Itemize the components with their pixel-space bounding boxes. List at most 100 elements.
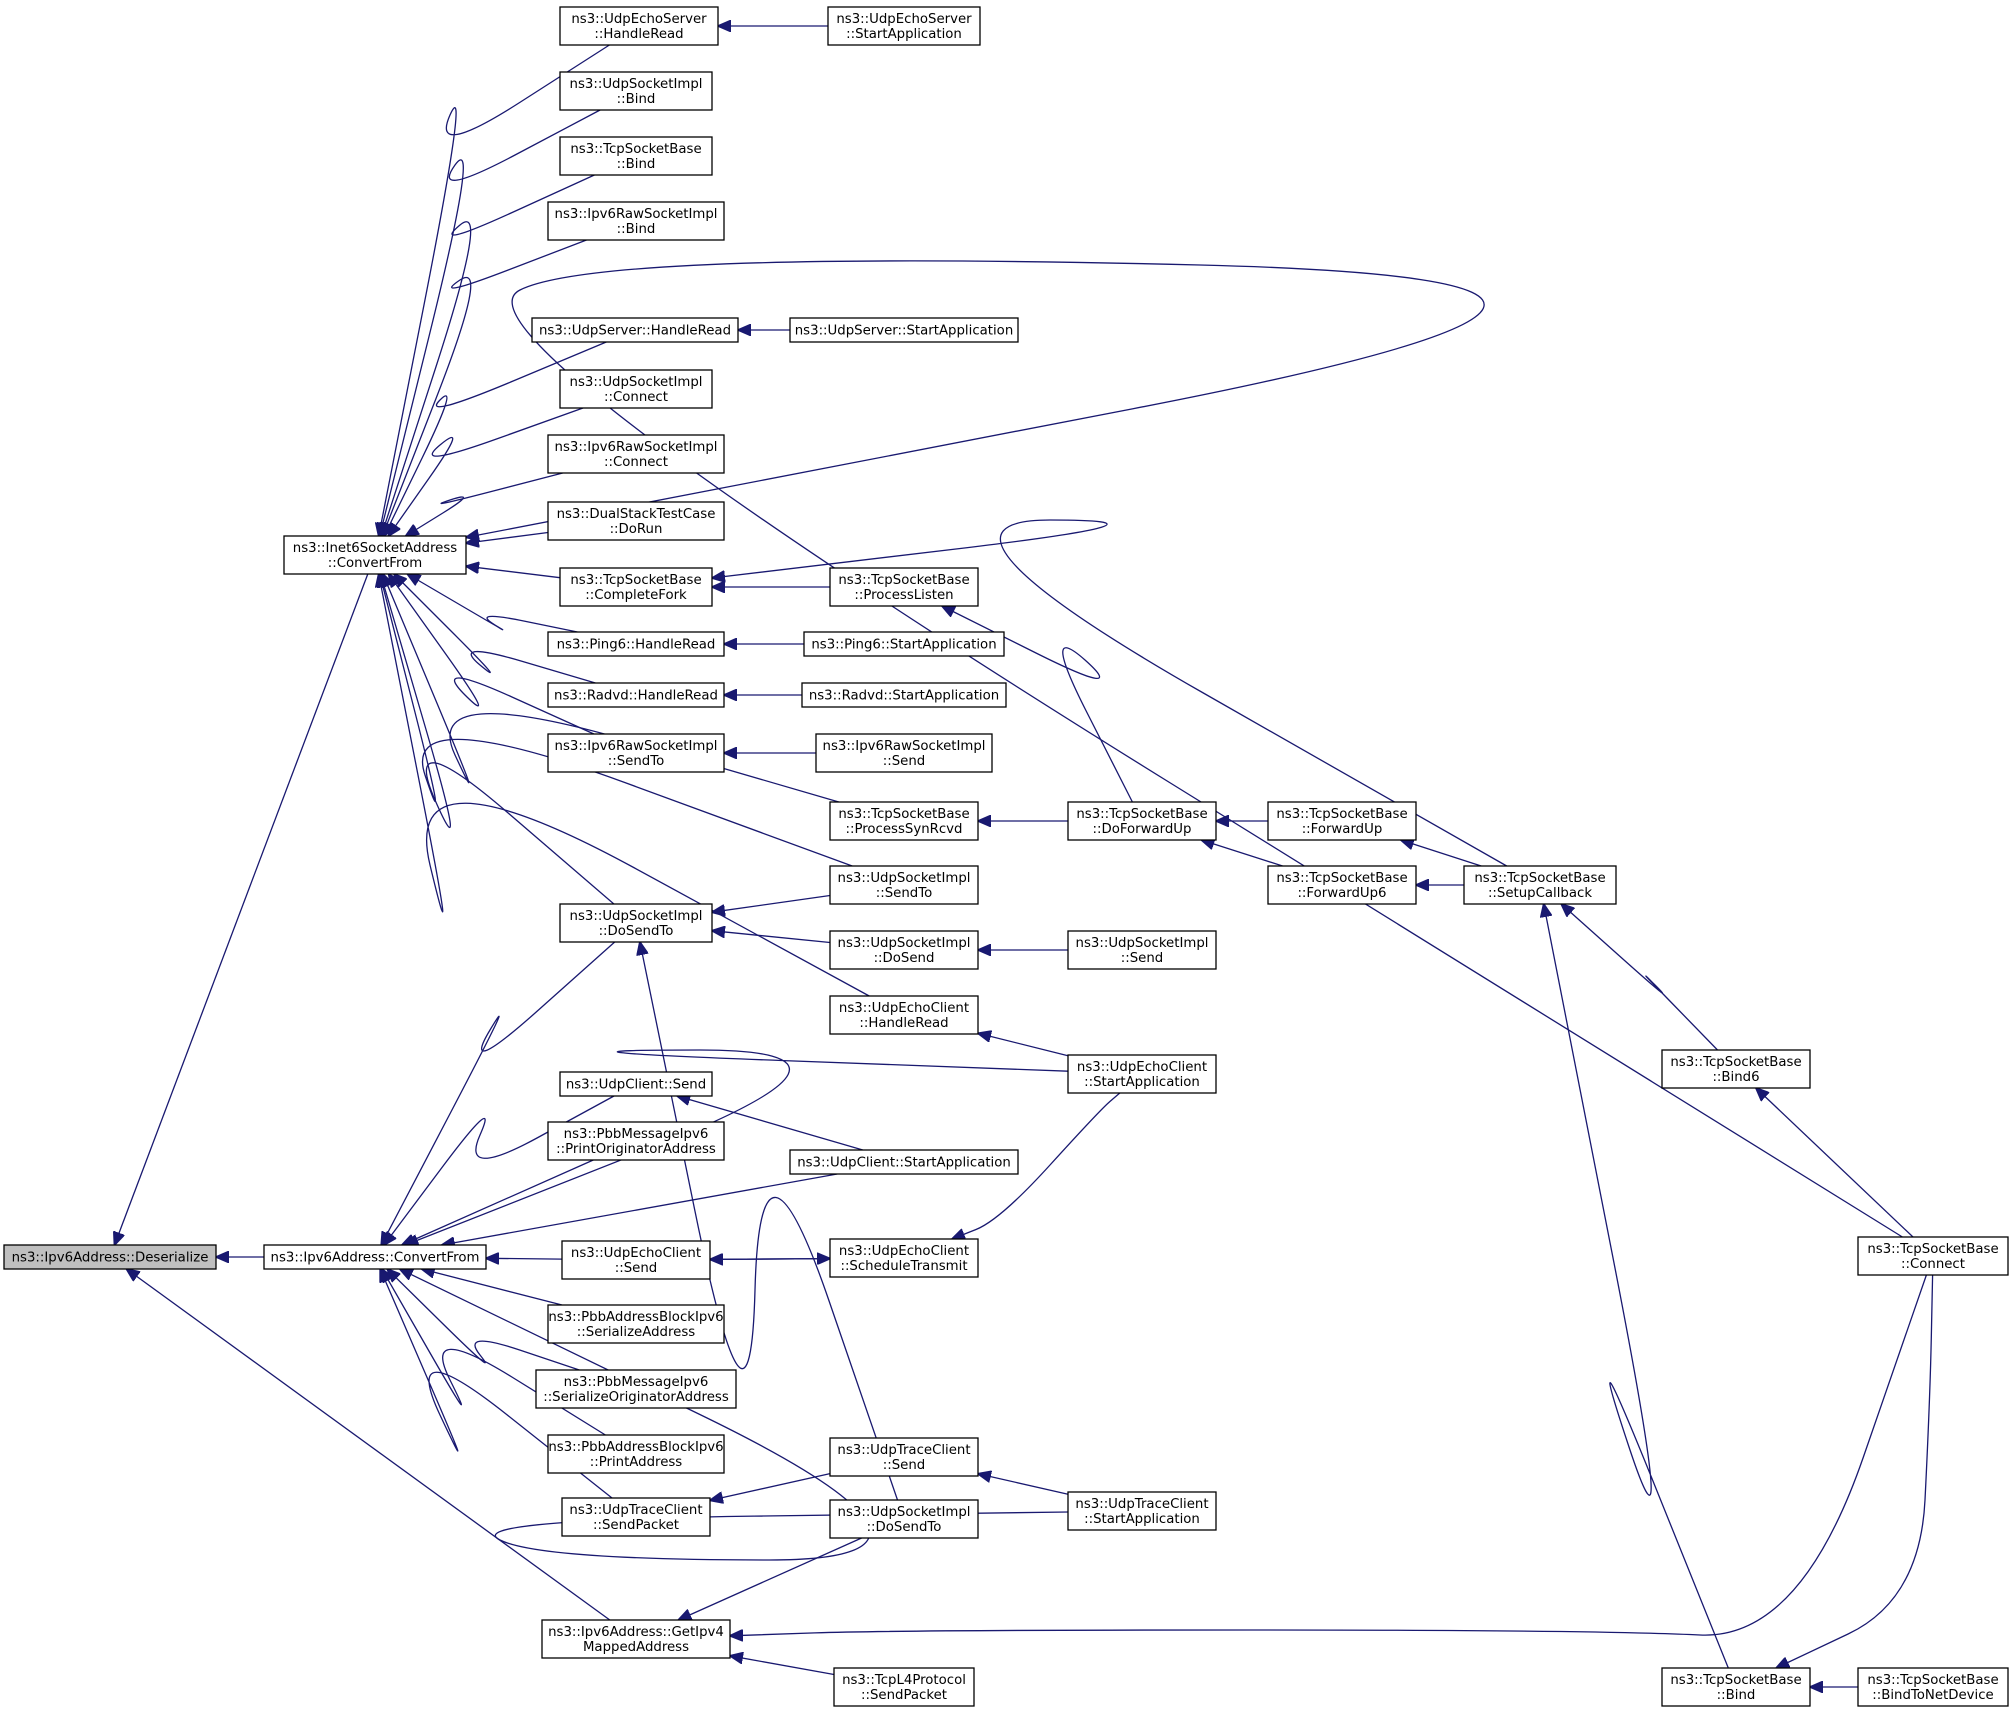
function-node[interactable]: ns3::UdpTraceClient::Send (829, 1437, 979, 1477)
node-box (827, 6, 981, 46)
function-node[interactable]: ns3::Ping6::StartApplication (803, 631, 1005, 657)
function-node[interactable]: ns3::PbbAddressBlockIpv6::SerializeAddre… (547, 1304, 725, 1344)
function-node[interactable]: ns3::DualStackTestCase::DoRun (547, 501, 725, 541)
call-edge-arrow (382, 239, 587, 536)
function-node[interactable]: ns3::PbbAddressBlockIpv6::PrintAddress (547, 1434, 725, 1474)
function-node[interactable]: ns3::Ipv6RawSocketImpl::Send (815, 733, 993, 773)
node-box (547, 434, 725, 474)
node-label: ::DoSendTo (867, 1520, 942, 1535)
call-edge-arrow (640, 942, 899, 1501)
function-node[interactable]: ns3::UdpTraceClient::StartApplication (1067, 1491, 1217, 1531)
function-node[interactable]: ns3::Ipv6RawSocketImpl::SendTo (547, 733, 725, 773)
node-label: ::StartApplication (846, 27, 962, 42)
node-label: ::ConvertFrom (328, 556, 422, 571)
function-node[interactable]: ns3::UdpSocketImpl::DoSendTo (559, 903, 713, 943)
node-box (1067, 1491, 1217, 1531)
node-box (559, 1071, 713, 1097)
node-label: ns3::TcpSocketBase (1076, 807, 1207, 822)
call-edge-arrow (712, 519, 1508, 867)
function-node[interactable]: ns3::UdpServer::HandleRead (531, 317, 739, 343)
function-node[interactable]: ns3::UdpEchoClient::ScheduleTransmit (829, 1238, 979, 1278)
function-node[interactable]: ns3::Radvd::StartApplication (801, 682, 1007, 708)
function-node[interactable]: ns3::Ipv6RawSocketImpl::Bind (547, 201, 725, 241)
function-node[interactable]: ns3::UdpEchoClient::HandleRead (829, 995, 979, 1035)
edge-line (1544, 904, 1729, 1669)
node-label: ::SendPacket (861, 1688, 947, 1703)
function-node[interactable]: ns3::UdpSocketImpl::Bind (559, 71, 713, 111)
node-label: ::ProcessListen (854, 588, 953, 603)
function-node[interactable]: ns3::Ipv6RawSocketImpl::Connect (547, 434, 725, 474)
function-node[interactable]: ns3::Radvd::HandleRead (547, 682, 725, 708)
function-node[interactable]: ns3::TcpSocketBase::ProcessSynRcvd (829, 801, 979, 841)
call-edge-arrow (1756, 1088, 1914, 1238)
node-box (561, 1497, 711, 1537)
node-label: ns3::PbbMessageIpv6 (564, 1375, 709, 1390)
function-node[interactable]: ns3::UdpEchoClient::Send (561, 1240, 711, 1280)
node-label: ns3::TcpSocketBase (838, 807, 969, 822)
root-function-node[interactable]: ns3::Ipv6Address::Deserialize (3, 1244, 217, 1270)
edge-line (381, 574, 615, 905)
function-node[interactable]: ns3::PbbMessageIpv6::PrintOriginatorAddr… (547, 1121, 725, 1161)
call-edge-arrow (387, 1269, 580, 1371)
node-label: ns3::UdpServer::HandleRead (539, 324, 731, 339)
node-box (559, 71, 713, 111)
edge-line (730, 1656, 835, 1676)
function-node[interactable]: ns3::UdpClient::Send (559, 1071, 713, 1097)
function-node[interactable]: ns3::UdpSocketImpl::DoSendTo (829, 1499, 979, 1539)
function-node[interactable]: ns3::UdpEchoServer::StartApplication (827, 6, 981, 46)
function-node[interactable]: ns3::TcpSocketBase::Connect (1857, 1236, 2009, 1276)
function-node[interactable]: ns3::Inet6SocketAddress::ConvertFrom (283, 535, 467, 575)
function-node[interactable]: ns3::UdpSocketImpl::Send (1067, 930, 1217, 970)
node-label: MappedAddress (583, 1640, 689, 1655)
edge-line (381, 941, 616, 1245)
node-label: ::ForwardUp6 (1297, 886, 1386, 901)
edge-line (387, 1269, 580, 1371)
function-node[interactable]: ns3::UdpServer::StartApplication (789, 317, 1019, 343)
function-node[interactable]: ns3::UdpSocketImpl::SendTo (829, 865, 979, 905)
function-node[interactable]: ns3::Ipv6Address::ConvertFrom (263, 1244, 487, 1270)
function-node[interactable]: ns3::UdpEchoServer::HandleRead (559, 6, 719, 46)
function-node[interactable]: ns3::PbbMessageIpv6::SerializeOriginator… (535, 1369, 737, 1409)
function-node[interactable]: ns3::UdpTraceClient::SendPacket (561, 1497, 711, 1537)
function-node[interactable]: ns3::TcpSocketBase::ProcessListen (829, 567, 979, 607)
function-node[interactable]: ns3::UdpSocketImpl::DoSend (829, 930, 979, 970)
function-node[interactable]: ns3::TcpSocketBase::BindToNetDevice (1857, 1667, 2009, 1707)
edge-line (388, 407, 584, 536)
node-label: ns3::Ipv6Address::GetIpv4 (548, 1625, 724, 1640)
function-node[interactable]: ns3::TcpSocketBase::SetupCallback (1463, 865, 1617, 905)
edge-line (730, 1274, 1928, 1636)
node-box (559, 567, 713, 607)
node-label: ::DoSend (874, 951, 935, 966)
node-box (531, 317, 739, 343)
function-node[interactable]: ns3::UdpClient::StartApplication (789, 1149, 1019, 1175)
function-node[interactable]: ns3::TcpSocketBase::Bind (559, 136, 713, 176)
node-label: ns3::Ipv6RawSocketImpl (555, 207, 718, 222)
function-node[interactable]: ns3::TcpSocketBase::Bind (1661, 1667, 1811, 1707)
call-edge-arrow (978, 1474, 1069, 1495)
function-node[interactable]: ns3::TcpSocketBase::DoForwardUp (1067, 801, 1217, 841)
node-label: ::SerializeAddress (577, 1325, 695, 1340)
node-label: ns3::TcpSocketBase (1670, 1673, 1801, 1688)
node-box (559, 903, 713, 943)
node-label: ::Connect (1901, 1257, 1965, 1272)
call-edge-arrow (1776, 1274, 1934, 1668)
function-node[interactable]: ns3::TcpSocketBase::ForwardUp (1267, 801, 1417, 841)
function-node[interactable]: ns3::TcpL4Protocol::SendPacket (833, 1667, 975, 1707)
call-edge-arrow (402, 1159, 594, 1245)
function-node[interactable]: ns3::TcpSocketBase::ForwardUp6 (1267, 865, 1417, 905)
function-node[interactable]: ns3::UdpEchoClient::StartApplication (1067, 1054, 1217, 1094)
node-box (829, 865, 979, 905)
node-box (547, 1434, 725, 1474)
function-node[interactable]: ns3::TcpSocketBase::CompleteFork (559, 567, 713, 607)
node-label: ns3::Ipv6RawSocketImpl (823, 739, 986, 754)
call-edge-arrow (978, 1033, 1069, 1057)
function-node[interactable]: ns3::UdpSocketImpl::Connect (559, 369, 713, 409)
call-edge-arrow (466, 566, 561, 579)
node-label: ns3::PbbAddressBlockIpv6 (548, 1310, 723, 1325)
function-node[interactable]: ns3::Ping6::HandleRead (547, 631, 725, 657)
node-label: ::Connect (604, 390, 668, 405)
node-box (547, 682, 725, 708)
function-node[interactable]: ns3::TcpSocketBase::Bind6 (1661, 1049, 1811, 1089)
